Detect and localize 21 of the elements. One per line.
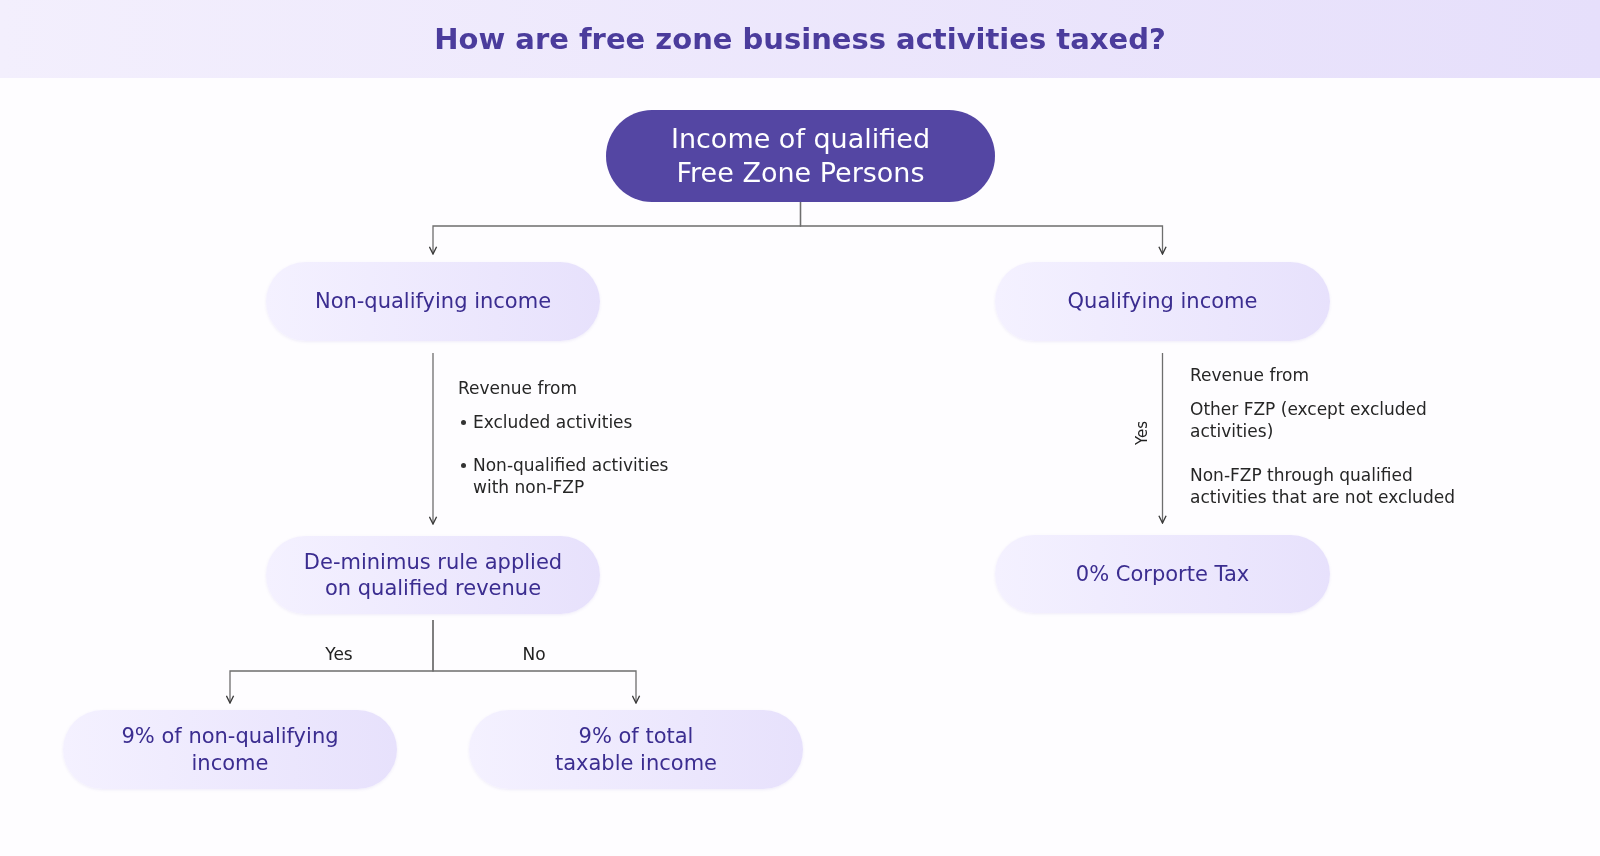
node-label: Income of qualified Free Zone Persons bbox=[669, 122, 932, 190]
node-label: Non-qualifying income bbox=[314, 288, 552, 315]
diagram-title: How are free zone business activities taxed? bbox=[434, 22, 1166, 56]
node-label: 9% of total taxable income bbox=[553, 723, 719, 776]
connector-arrow bbox=[428, 352, 438, 525]
node-label: 9% of non-qualifying income bbox=[120, 723, 340, 776]
node-label: Qualifying income bbox=[1067, 288, 1258, 315]
annotation-text: Excluded activities bbox=[473, 411, 633, 433]
connector-arrow bbox=[1158, 352, 1167, 524]
node-label: 0% Corporte Tax bbox=[1075, 560, 1250, 588]
annotation-text: Revenue from bbox=[458, 377, 577, 399]
annotation-text: Non-qualified activities with non-FZP bbox=[473, 454, 670, 498]
annotation-text: Revenue from bbox=[1190, 364, 1309, 386]
annotation-text: Other FZP (except excluded activities) bbox=[1190, 398, 1428, 442]
connector-arrow bbox=[432, 619, 641, 704]
edge-label: Yes bbox=[1132, 420, 1152, 446]
connector-arrow bbox=[799, 201, 1167, 255]
annotation-text: Non-FZP through qualified activities that are not excluded bbox=[1190, 464, 1456, 508]
node-label: De-minimus rule applied on qualified revenue bbox=[302, 548, 564, 602]
edge-label: No bbox=[522, 644, 546, 664]
edge-label: Yes bbox=[325, 644, 353, 664]
